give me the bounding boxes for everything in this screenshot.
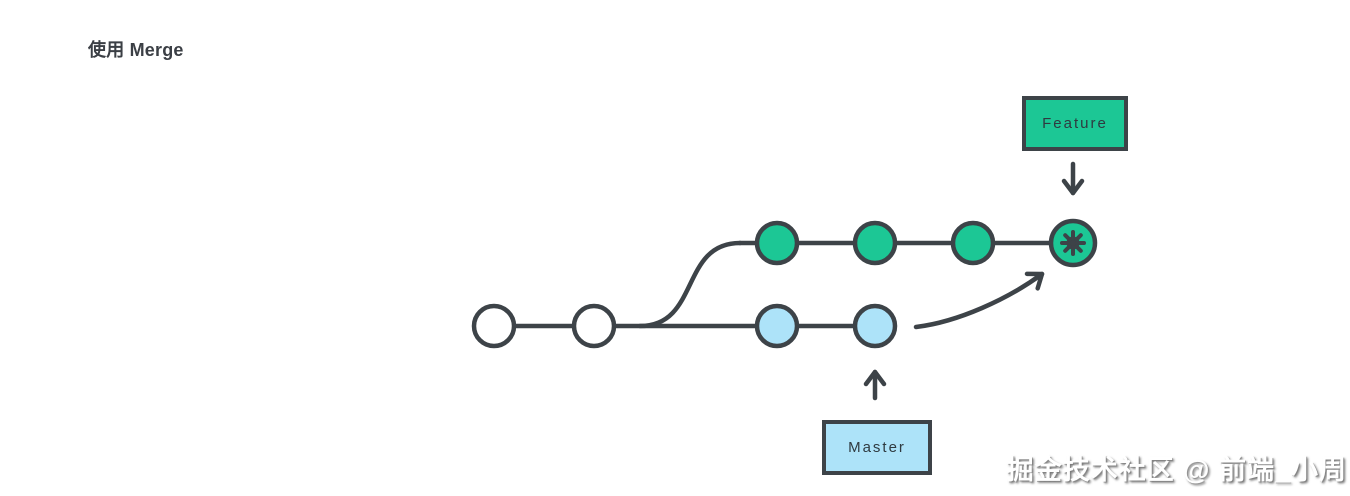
commit-node-master-1	[754, 303, 800, 349]
feature-branch-label-text: Feature	[1042, 115, 1108, 132]
master-branch-label: Master	[822, 420, 932, 475]
star-burst-icon	[1060, 230, 1086, 256]
commit-node-base-1	[471, 303, 517, 349]
section-title: 使用 Merge	[88, 40, 184, 60]
watermark: 掘金技术社区 @ 前端_小周	[1006, 455, 1347, 485]
commit-node-master-2	[852, 303, 898, 349]
merge-arrow	[913, 271, 1045, 330]
master-branch-label-text: Master	[848, 439, 906, 456]
commit-node-feature-3	[950, 220, 996, 266]
commit-node-feature-1	[754, 220, 800, 266]
feature-branch-label: Feature	[1022, 96, 1128, 151]
branch-split-curve	[637, 240, 743, 329]
commit-node-feature-2	[852, 220, 898, 266]
commit-node-base-2	[571, 303, 617, 349]
